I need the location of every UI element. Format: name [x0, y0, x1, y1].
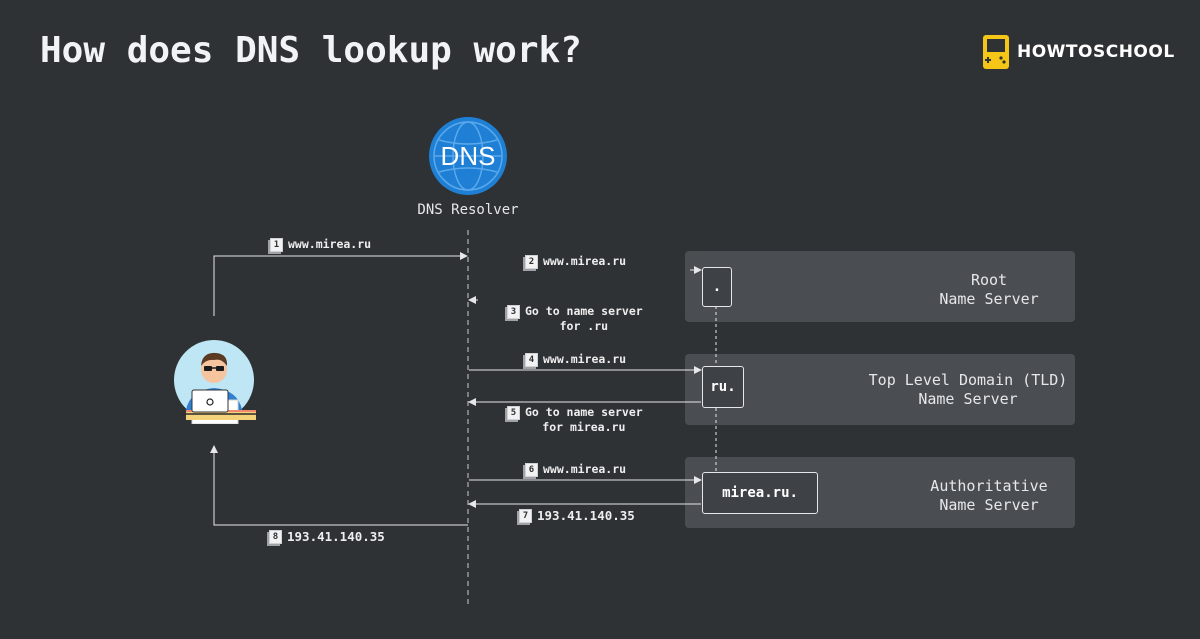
root-node: . — [702, 267, 732, 307]
user-avatar — [174, 340, 258, 424]
brand-name: HOWTOSCHOOL — [1017, 42, 1175, 62]
tld-node: ru. — [702, 366, 744, 408]
page-title: How does DNS lookup work? — [40, 30, 582, 71]
auth-node: mirea.ru. — [702, 472, 818, 514]
tld-server-box — [685, 354, 1075, 425]
arrow-step-8 — [210, 445, 468, 526]
arrow-step-1 — [213, 252, 468, 316]
gameboy-icon — [983, 35, 1009, 69]
resolver-label: DNS Resolver — [417, 202, 519, 218]
dns-globe-icon: DNS — [429, 117, 507, 195]
brand-logo: HOWTOSCHOOL — [983, 35, 1175, 69]
svg-text:DNS: DNS — [441, 141, 496, 171]
tld-server-label: Top Level Domain (TLD)Name Server — [868, 371, 1068, 408]
root-server-box — [685, 251, 1075, 322]
